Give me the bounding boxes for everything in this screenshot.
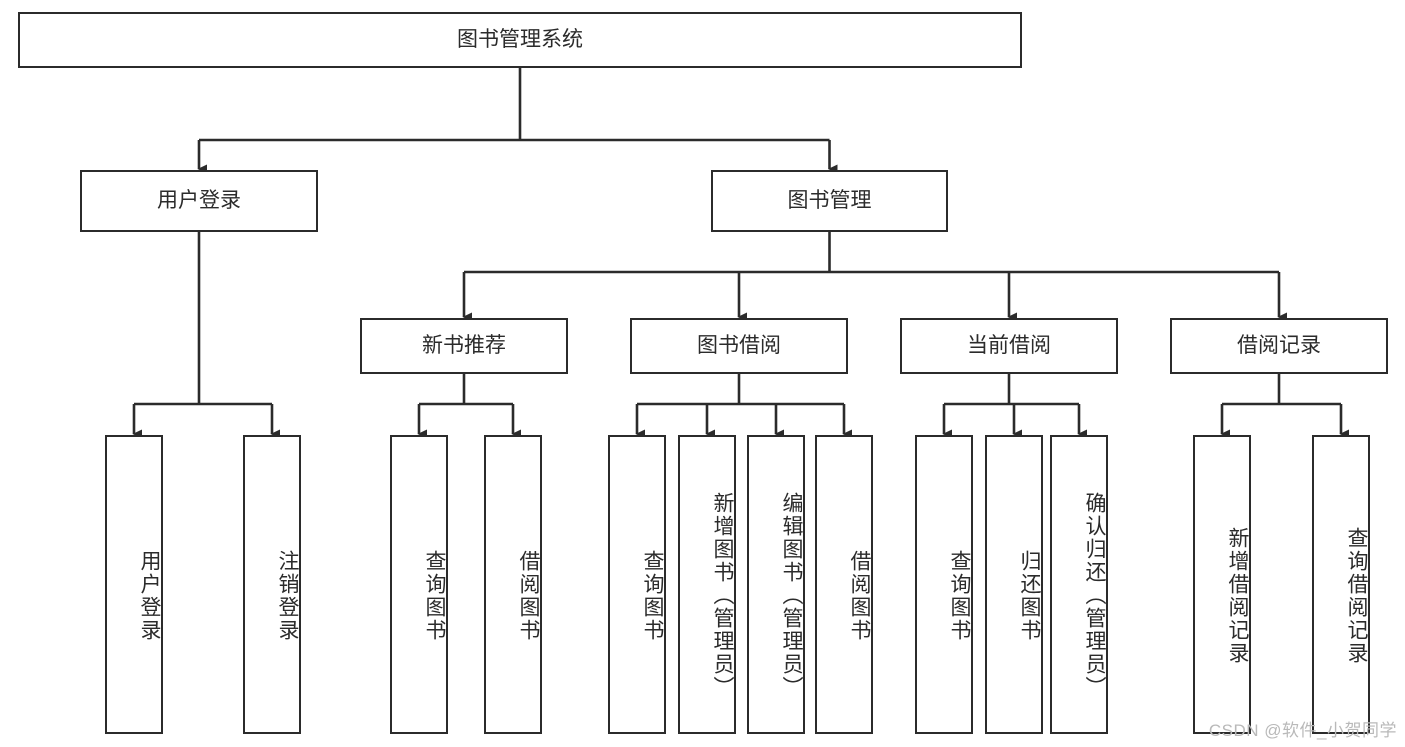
- node-leaf2[interactable]: 注销登录: [243, 435, 301, 734]
- node-label: 查询图书: [948, 549, 971, 642]
- node-borrow[interactable]: 图书借阅: [630, 318, 848, 374]
- node-label: 借阅图书: [848, 549, 871, 642]
- node-leaf3[interactable]: 查询图书: [390, 435, 448, 734]
- node-leaf7[interactable]: 编辑图书（管理员）: [747, 435, 805, 734]
- node-current[interactable]: 当前借阅: [900, 318, 1118, 374]
- node-leaf1[interactable]: 用户登录: [105, 435, 163, 734]
- node-label: 图书管理系统: [457, 28, 583, 52]
- node-label: 确认归还（管理员）: [1083, 492, 1106, 699]
- node-label: 查询图书: [641, 549, 664, 642]
- node-leaf5[interactable]: 查询图书: [608, 435, 666, 734]
- node-login[interactable]: 用户登录: [80, 170, 318, 232]
- node-label: 新增图书（管理员）: [711, 492, 734, 699]
- node-label: 编辑图书（管理员）: [780, 492, 803, 699]
- node-leaf4[interactable]: 借阅图书: [484, 435, 542, 734]
- node-records[interactable]: 借阅记录: [1170, 318, 1388, 374]
- node-leaf9[interactable]: 查询图书: [915, 435, 973, 734]
- node-leaf13[interactable]: 查询借阅记录: [1312, 435, 1370, 734]
- node-root[interactable]: 图书管理系统: [18, 12, 1022, 68]
- node-label: 借阅记录: [1237, 334, 1321, 358]
- node-label: 用户登录: [157, 189, 241, 213]
- node-label: 图书借阅: [697, 334, 781, 358]
- node-leaf12[interactable]: 新增借阅记录: [1193, 435, 1251, 734]
- node-label: 用户登录: [138, 549, 161, 642]
- node-newbook[interactable]: 新书推荐: [360, 318, 568, 374]
- node-label: 归还图书: [1018, 549, 1041, 642]
- node-label: 当前借阅: [967, 334, 1051, 358]
- node-label: 查询图书: [423, 549, 446, 642]
- node-label: 查询借阅记录: [1345, 526, 1368, 665]
- node-label: 新增借阅记录: [1226, 526, 1249, 665]
- node-label: 借阅图书: [517, 549, 540, 642]
- node-label: 图书管理: [787, 189, 872, 213]
- watermark-text: CSDN @软件_小贺同学: [1208, 721, 1397, 740]
- node-label: 新书推荐: [422, 334, 506, 358]
- node-bookmgmt[interactable]: 图书管理: [711, 170, 948, 232]
- node-leaf11[interactable]: 确认归还（管理员）: [1050, 435, 1108, 734]
- edges: [132, 68, 1349, 439]
- node-leaf8[interactable]: 借阅图书: [815, 435, 873, 734]
- node-leaf10[interactable]: 归还图书: [985, 435, 1043, 734]
- node-label: 注销登录: [276, 549, 299, 642]
- node-leaf6[interactable]: 新增图书（管理员）: [678, 435, 736, 734]
